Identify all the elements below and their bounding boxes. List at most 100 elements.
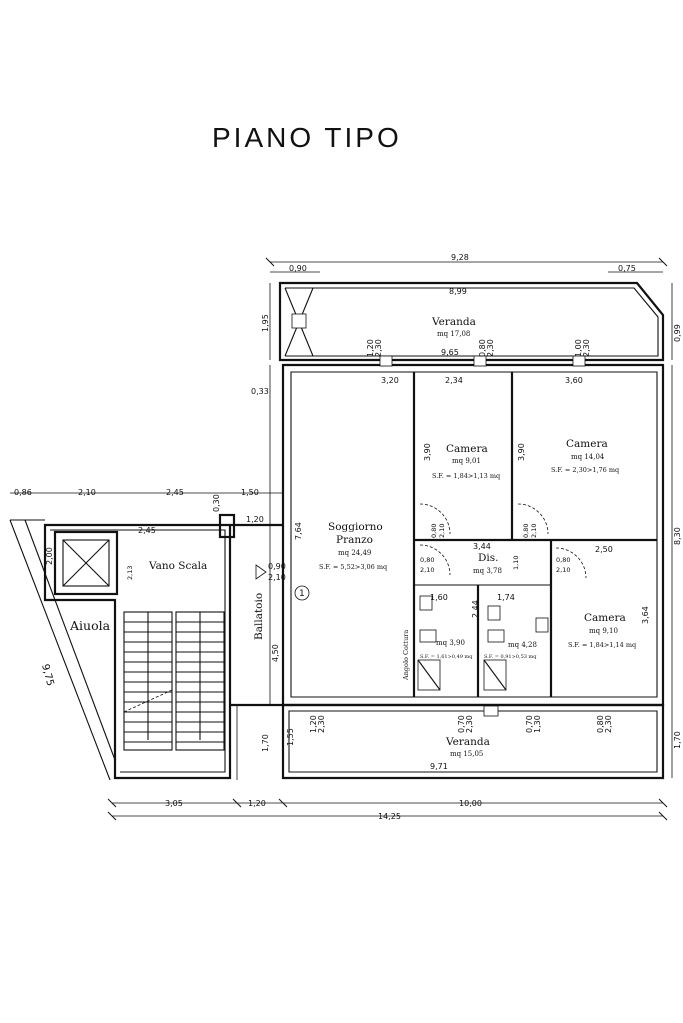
aiuola-name: Aiuola bbox=[69, 618, 111, 633]
vent-icon bbox=[291, 313, 307, 329]
soggiorno-name-1: Soggiorno bbox=[328, 521, 383, 533]
lift-box bbox=[53, 530, 119, 596]
dim-w080d: 0,80 bbox=[420, 556, 434, 564]
dim-360: 3,60 bbox=[565, 376, 583, 385]
soggiorno-name-2: Pranzo bbox=[336, 534, 373, 546]
stair-cut-line bbox=[123, 689, 173, 713]
dim-bottom-1000: 10,00 bbox=[459, 799, 482, 808]
dim-row-245: 2,45 bbox=[166, 488, 184, 497]
dim-top-total: 9,28 bbox=[451, 253, 469, 262]
tick-e bbox=[278, 798, 288, 808]
dis-name: Dis. bbox=[478, 552, 499, 564]
dim-210: 2,10 bbox=[268, 573, 286, 582]
dim-030: 0,30 bbox=[212, 494, 221, 512]
dim-h230c: 2,30 bbox=[582, 339, 591, 357]
dim-bottom-120: 1,20 bbox=[248, 799, 266, 808]
tick-d bbox=[232, 798, 242, 808]
veranda-top-outline bbox=[278, 281, 665, 362]
dim-h210a: 2,10 bbox=[438, 524, 446, 538]
stair-steps bbox=[124, 621, 224, 743]
dimension-texts: 9,28 0,90 0,75 8,99 9,65 1,95 0,99 8,30 … bbox=[14, 253, 682, 821]
dim-right-099: 0,99 bbox=[673, 324, 682, 342]
dim-row-150: 1,50 bbox=[241, 488, 259, 497]
shower-diagonal-2 bbox=[483, 659, 507, 691]
soggiorno-sf: S.F. = 5,52>3,06 mq bbox=[319, 563, 387, 571]
toilet-icon bbox=[419, 595, 433, 611]
dim-971: 9,71 bbox=[430, 762, 448, 771]
tick-b bbox=[658, 257, 668, 267]
tick-f bbox=[658, 798, 668, 808]
veranda-top-name: Veranda bbox=[431, 316, 476, 328]
dim-764: 7,64 bbox=[294, 522, 303, 540]
door-swing-camera-small bbox=[419, 503, 451, 535]
dim-250: 2,50 bbox=[595, 545, 613, 554]
dim-174: 1,74 bbox=[497, 593, 515, 602]
apartment-inner bbox=[290, 371, 658, 698]
plan-walls bbox=[9, 281, 665, 781]
soggiorno-area: mq 24,49 bbox=[338, 549, 371, 557]
aiuola-border bbox=[9, 519, 116, 781]
vano-scala-name: Vano Scala bbox=[148, 560, 207, 572]
dim-veranda-width: 8,99 bbox=[449, 287, 467, 296]
dim-390b: 3,90 bbox=[517, 443, 526, 461]
dim-b070a: 0,70 bbox=[457, 715, 466, 733]
dim-090: 0,90 bbox=[268, 562, 286, 571]
pillar-ballatoio bbox=[218, 513, 236, 539]
camera-large-sf: S.F. = 2,30>1,76 mq bbox=[551, 466, 619, 474]
camera-large-name: Camera bbox=[566, 438, 608, 450]
dim-w080c: 0,80 bbox=[522, 524, 530, 538]
toilet-icon-2 bbox=[487, 605, 501, 621]
tick-g bbox=[107, 811, 117, 821]
tick-c bbox=[107, 798, 117, 808]
dim-row-210: 2,10 bbox=[78, 488, 96, 497]
stair-flights bbox=[123, 611, 225, 751]
window-opening-a bbox=[379, 355, 393, 367]
dim-w080b: 0,80 bbox=[430, 524, 438, 538]
dim-390a: 3,90 bbox=[423, 443, 432, 461]
dim-b130: 1,30 bbox=[533, 715, 542, 733]
dim-155: 1,55 bbox=[286, 728, 295, 746]
dim-b080: 0,80 bbox=[596, 715, 605, 733]
vano-scala-inner bbox=[50, 529, 226, 773]
dim-b230b: 2,30 bbox=[465, 715, 474, 733]
window-opening-c bbox=[572, 355, 586, 367]
lift-car bbox=[62, 539, 110, 587]
dim-top-right: 0,75 bbox=[618, 264, 636, 273]
dim-200: 2,00 bbox=[45, 547, 54, 565]
dim-top-left: 0,90 bbox=[289, 264, 307, 273]
camera-bottom-area: mq 9,10 bbox=[589, 627, 618, 635]
dim-w080e: 0,80 bbox=[556, 556, 570, 564]
camera-large-area: mq 14,04 bbox=[571, 453, 605, 461]
dim-213: 2,13 bbox=[126, 566, 134, 580]
dim-b070b: 0,70 bbox=[525, 715, 534, 733]
ballatoio-name: Ballatoio bbox=[253, 593, 265, 640]
dim-b230c: 2,30 bbox=[604, 715, 613, 733]
lift-diagonal-b bbox=[62, 539, 110, 587]
bidet-icon-2 bbox=[487, 629, 505, 643]
dim-h210d: 2,10 bbox=[556, 566, 570, 574]
veranda-bottom-area: mq 15,05 bbox=[450, 750, 483, 758]
ballatoio-outline bbox=[230, 523, 283, 707]
dim-245: 2,45 bbox=[138, 526, 156, 535]
dim-veranda-inner: 9,65 bbox=[441, 348, 459, 357]
camera-bottom-sf: S.F. = 1,84>1,14 mq bbox=[568, 641, 636, 649]
dim-b230a: 2,30 bbox=[317, 715, 326, 733]
dim-320: 3,20 bbox=[381, 376, 399, 385]
dim-bottom-total: 14,25 bbox=[378, 812, 401, 821]
sink-icon bbox=[535, 617, 549, 633]
dim-450: 4,50 bbox=[271, 644, 280, 662]
dim-h230b: 2,30 bbox=[486, 339, 495, 357]
bath2-sf: S.F. = 0,91>0,53 mq bbox=[484, 654, 537, 660]
dim-w100: 1,00 bbox=[574, 339, 583, 357]
window-opening-b bbox=[473, 355, 487, 367]
veranda-top-inner bbox=[285, 287, 659, 357]
camera-small-sf: S.F. = 1,84>1,13 mq bbox=[432, 472, 500, 480]
dim-h210b: 2,10 bbox=[530, 524, 538, 538]
section-marker-label: 1 bbox=[299, 589, 305, 599]
camera-bottom-name: Camera bbox=[584, 612, 626, 624]
tick-h bbox=[658, 811, 668, 821]
dim-h210c: 2,10 bbox=[420, 566, 434, 574]
dim-110: 1,10 bbox=[512, 556, 520, 570]
veranda-bottom-name: Veranda bbox=[445, 736, 490, 748]
